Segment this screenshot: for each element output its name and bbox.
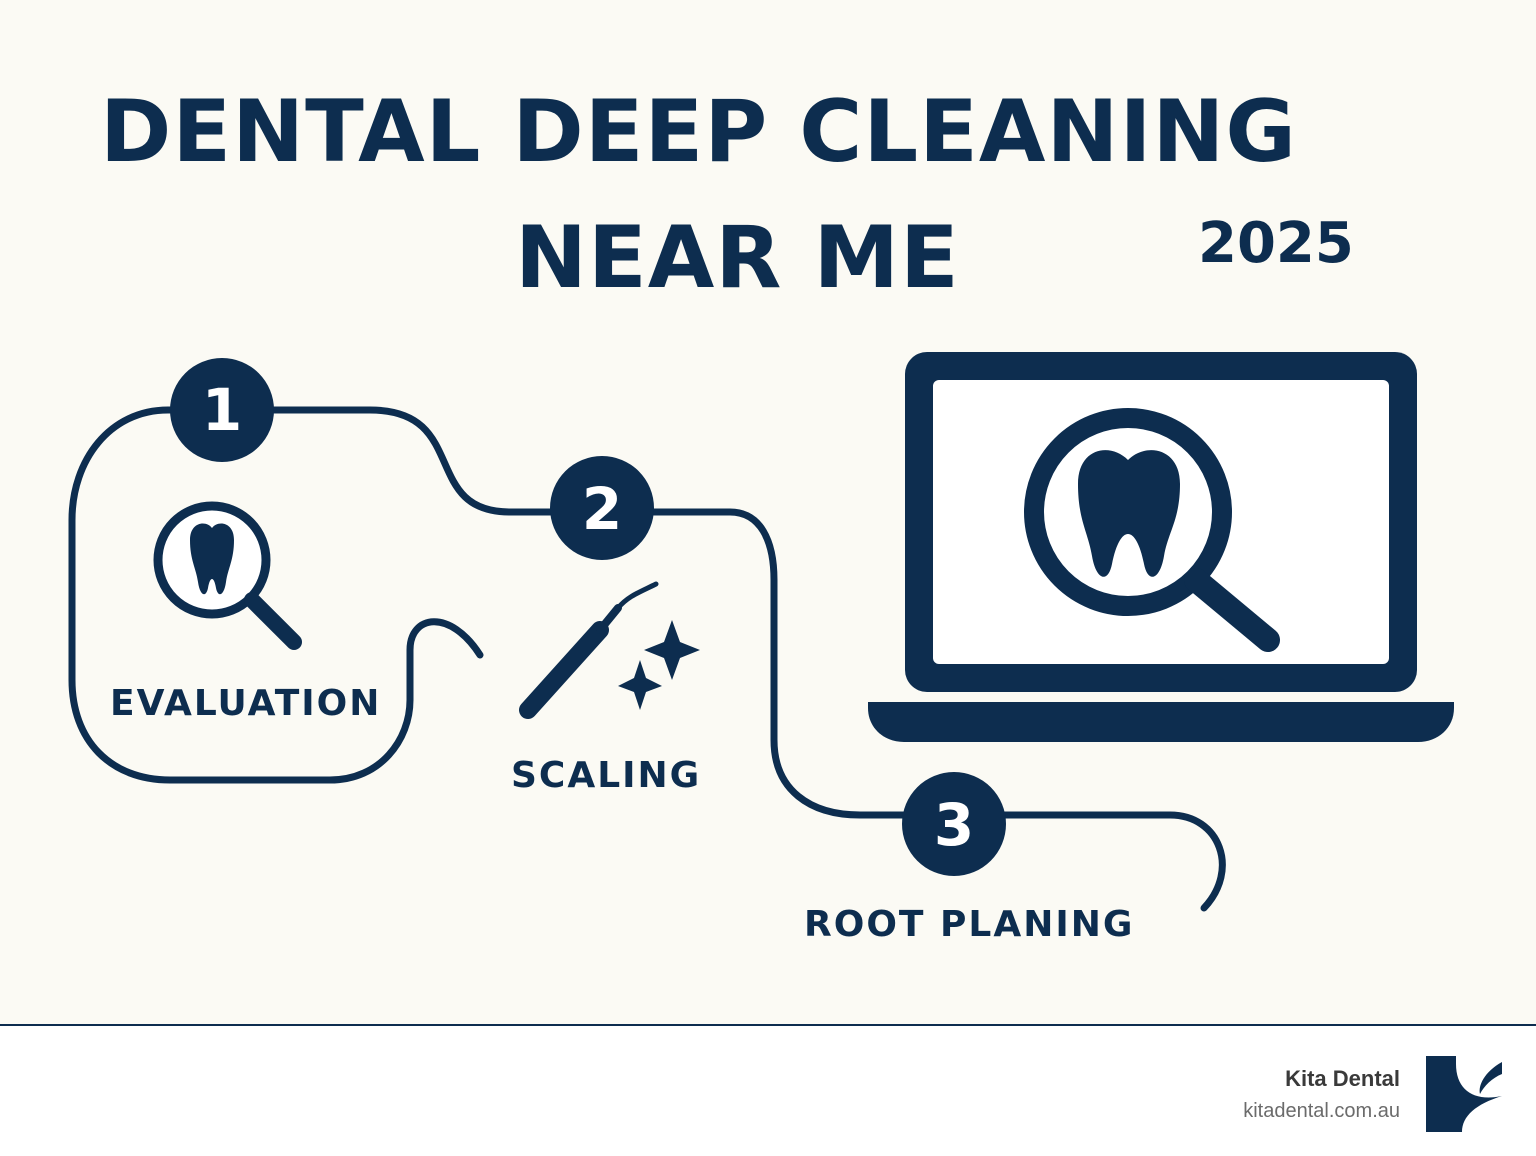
step-3-badge: 3 [902, 772, 1006, 876]
process-diagram: 1 2 3 EVALUATION SCALING ROOT PLANING [68, 352, 1454, 945]
brand-name: Kita Dental [1285, 1066, 1400, 1091]
connector-path-3-end [950, 811, 1226, 912]
step-1-number: 1 [202, 376, 242, 444]
laptop-tooth-search-icon [868, 352, 1454, 742]
connector-path [68, 406, 484, 784]
title-line-2: NEAR ME [515, 208, 960, 308]
title-line-1: DENTAL DEEP CLEANING [100, 82, 1297, 182]
step-2-badge: 2 [550, 456, 654, 560]
year-label: 2025 [1198, 211, 1354, 276]
step-1-label: EVALUATION [110, 683, 381, 724]
kita-k-logo-icon [1426, 1056, 1502, 1132]
connector-path-2-3 [598, 508, 958, 819]
step-3-number: 3 [934, 791, 974, 859]
dental-scaler-sparkle-icon [519, 581, 700, 719]
footer: Kita Dental kitadental.com.au [0, 1024, 1536, 1156]
step-3-label: ROOT PLANING [804, 904, 1134, 945]
tooth-magnifier-icon [153, 501, 302, 650]
brand-url[interactable]: kitadental.com.au [1243, 1100, 1400, 1122]
step-1-badge: 1 [170, 358, 274, 462]
connector-path-1-2 [218, 406, 606, 516]
step-2-number: 2 [582, 475, 622, 543]
step-2-label: SCALING [511, 755, 701, 796]
